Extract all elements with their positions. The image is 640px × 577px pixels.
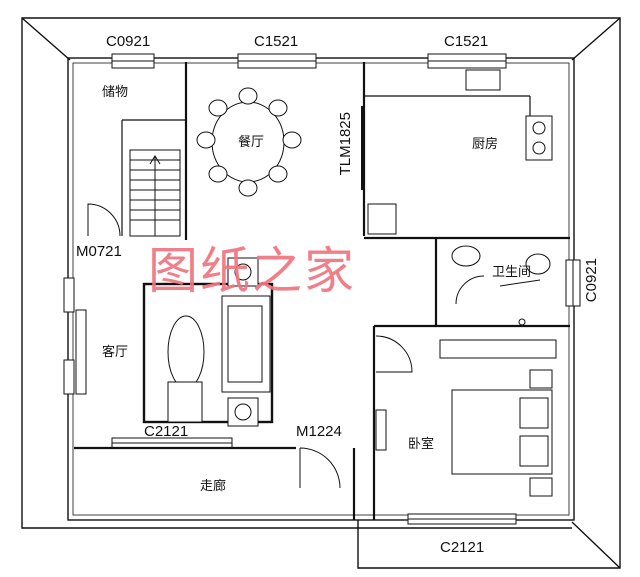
fridge (367, 203, 397, 235)
kitchen-sink (465, 69, 501, 91)
room-storage: 储物 (102, 85, 129, 100)
label-m0721: M0721 (76, 243, 122, 260)
stairs (129, 149, 181, 237)
room-bathroom: 卫生间 (492, 265, 532, 280)
door-m0721 (87, 203, 121, 237)
bedroom-wing-wall (357, 520, 572, 529)
toilet (525, 253, 551, 275)
label-c2121-living: C2121 (144, 423, 189, 440)
label-c0921-right: C0921 (583, 258, 600, 303)
rug (142, 282, 274, 424)
watermark: 图纸之家 (148, 242, 356, 300)
wardrobe (439, 339, 557, 359)
bedroom-desk (375, 409, 387, 451)
label-tlm1825: TLM1825 (337, 112, 354, 176)
window-left-living (63, 277, 75, 313)
door-bath (455, 275, 485, 305)
dining-table (196, 87, 302, 197)
door-bedroom (375, 335, 413, 373)
room-bedroom: 卧室 (408, 437, 435, 452)
room-dining: 餐厅 (238, 135, 265, 150)
coffee-table (167, 315, 205, 389)
basin (451, 245, 481, 267)
label-m1224: M1224 (296, 423, 342, 440)
door-m1224 (299, 447, 341, 489)
label-c0921-top: C0921 (106, 33, 151, 50)
roof-hip-lines (21, 17, 621, 569)
room-corridor: 走廊 (200, 479, 227, 494)
tv-cabinet (75, 309, 87, 395)
label-c1521-top: C1521 (254, 33, 299, 50)
room-living: 客厅 (102, 345, 129, 360)
armchair (167, 381, 203, 423)
label-c2121-bottom: C2121 (440, 539, 485, 556)
label-c1521-top-right: C1521 (444, 33, 489, 50)
room-kitchen: 厨房 (472, 137, 499, 152)
